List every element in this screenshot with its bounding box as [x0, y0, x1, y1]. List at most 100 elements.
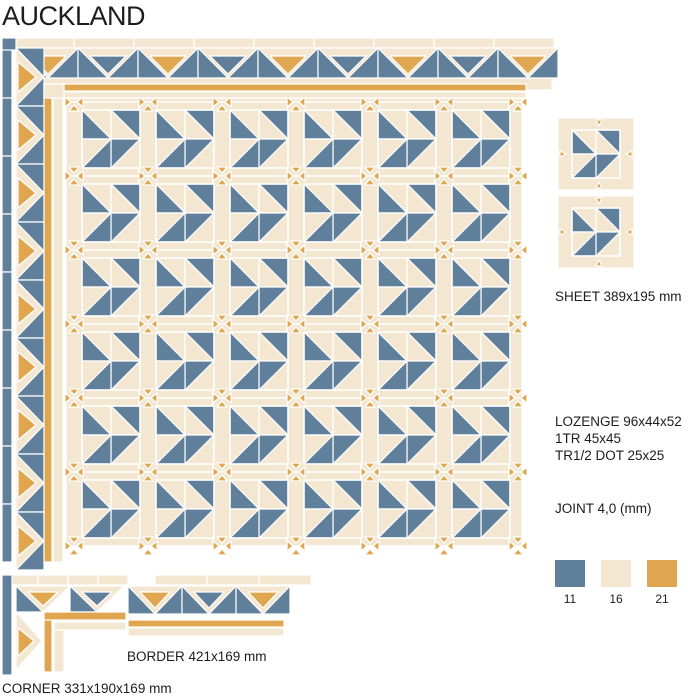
- mustard-dot: [286, 392, 294, 404]
- mustard-dot: [64, 392, 72, 404]
- mustard-dot: [438, 462, 450, 470]
- mustard-dot: [68, 166, 80, 174]
- border-triangle: [17, 61, 37, 93]
- border-triangle: [27, 591, 59, 607]
- mustard-dot: [438, 252, 450, 260]
- mustard-dot: [290, 252, 302, 260]
- lozenge-label: LOZENGE 96x44x52: [555, 414, 682, 429]
- mustard-dot: [286, 244, 294, 256]
- top-border: [9, 37, 559, 99]
- mustard-dot: [559, 228, 567, 236]
- mustard-dot: [224, 244, 232, 256]
- cream-band: [127, 627, 285, 637]
- pinwheel-outline: [155, 479, 215, 539]
- mustard-dot: [595, 119, 603, 127]
- mustard-dot: [512, 326, 524, 334]
- mustard-dot: [286, 170, 294, 182]
- mustard-dot: [434, 466, 442, 478]
- mustard-dot: [142, 178, 154, 186]
- cream-band: [57, 91, 527, 99]
- blue-triangle: [437, 47, 469, 79]
- mustard-dot: [150, 244, 158, 256]
- pinwheel-outline: [451, 257, 511, 317]
- mustard-dot: [68, 388, 80, 396]
- mustard-dot: [438, 104, 450, 112]
- mustard-dot: [68, 252, 80, 260]
- border-strip-segment: [206, 574, 260, 586]
- pinwheel-outline: [155, 109, 215, 169]
- pinwheel-outline: [303, 257, 363, 317]
- mustard-dot: [68, 240, 80, 248]
- swatch-code-11: 11: [563, 592, 577, 606]
- mustard-dot: [216, 462, 228, 470]
- pinwheel-outline: [377, 405, 437, 465]
- mustard-dot: [364, 474, 376, 482]
- border-triangle: [193, 591, 225, 609]
- mustard-dot: [512, 104, 524, 112]
- blue-edge-segment: [1, 271, 13, 331]
- mustard-dot: [512, 252, 524, 260]
- corner-label: CORNER 331x190x169 mm: [2, 681, 172, 696]
- mustard-dot: [364, 166, 376, 174]
- mustard-dot: [625, 150, 633, 158]
- mustard-dot: [64, 540, 72, 552]
- mustard-dot: [290, 104, 302, 112]
- mustard-dot: [364, 314, 376, 322]
- border-triangle: [389, 55, 427, 75]
- mustard-dot: [68, 536, 80, 544]
- mustard-band: [127, 619, 285, 628]
- mustard-dot: [142, 240, 154, 248]
- mustard-band: [43, 611, 53, 673]
- border-triangle: [17, 351, 37, 383]
- mustard-dot: [520, 540, 528, 552]
- mustard-dot: [142, 536, 154, 544]
- mustard-dot: [138, 318, 146, 330]
- mustard-dot: [290, 400, 302, 408]
- pinwheel-outline: [155, 405, 215, 465]
- mustard-dot: [438, 536, 450, 544]
- border-triangle: [247, 591, 279, 609]
- border-triangle: [17, 467, 37, 499]
- mustard-dot: [360, 170, 368, 182]
- mustard-dot: [286, 540, 294, 552]
- mustard-dot: [625, 228, 633, 236]
- mustard-dot: [434, 96, 442, 108]
- pinwheel-outline: [155, 183, 215, 243]
- pinwheel-outline: [451, 331, 511, 391]
- border-triangle: [329, 55, 367, 75]
- cream-band: [52, 91, 64, 563]
- mustard-dot: [372, 540, 380, 552]
- mustard-dot: [512, 166, 524, 174]
- blue-triangle: [257, 47, 289, 79]
- mustard-dot: [216, 548, 228, 556]
- mustard-dot: [360, 96, 368, 108]
- mustard-dot: [216, 166, 228, 174]
- border-strip-segment: [133, 37, 195, 49]
- mustard-dot: [212, 392, 220, 404]
- mustard-dot: [438, 326, 450, 334]
- mustard-dot: [216, 474, 228, 482]
- pinwheel-outline: [377, 479, 437, 539]
- border-triangle: [89, 55, 127, 75]
- mustard-dot: [150, 96, 158, 108]
- mustard-dot: [216, 388, 228, 396]
- mustard-dot: [508, 244, 516, 256]
- pinwheel-outline: [303, 479, 363, 539]
- mustard-dot: [150, 318, 158, 330]
- mustard-dot: [298, 318, 306, 330]
- mustard-dot: [64, 170, 72, 182]
- mustard-dot: [512, 388, 524, 396]
- pinwheel-outline: [229, 405, 289, 465]
- mustard-dot: [512, 462, 524, 470]
- border-triangle: [17, 119, 37, 151]
- mustard-dot: [216, 536, 228, 544]
- mustard-dot: [372, 466, 380, 478]
- mustard-dot: [512, 178, 524, 186]
- border-strip-segment: [13, 37, 75, 49]
- mustard-dot: [438, 166, 450, 174]
- mustard-dot: [142, 462, 154, 470]
- mustard-dot: [512, 314, 524, 322]
- page-title: AUCKLAND: [2, 1, 146, 31]
- mustard-dot: [216, 314, 228, 322]
